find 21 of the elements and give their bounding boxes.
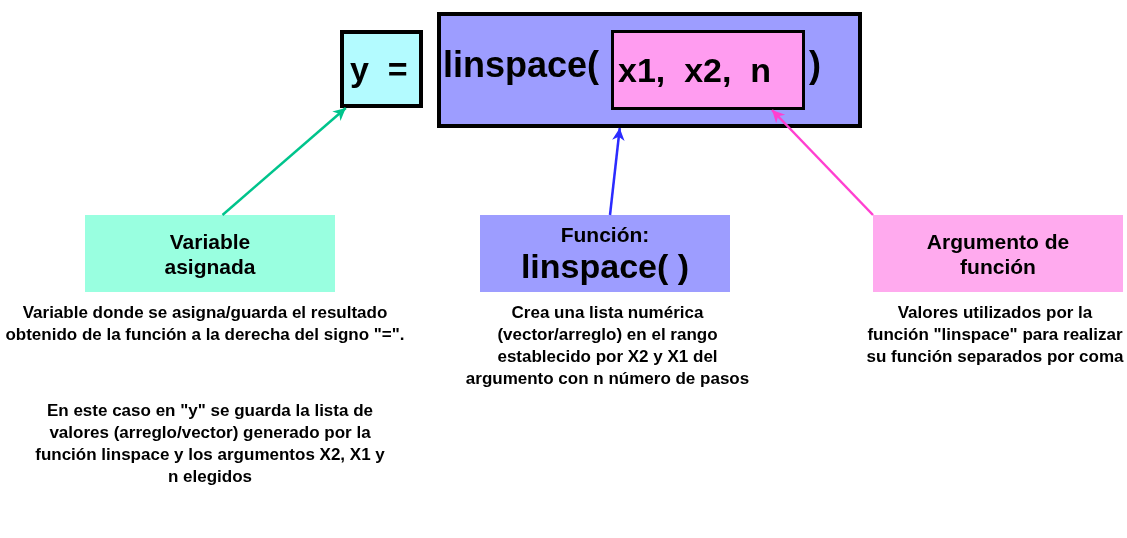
label-box bbox=[873, 215, 1123, 292]
label-text: Función: bbox=[559, 222, 651, 247]
code-text: y = bbox=[350, 49, 408, 89]
description-text: Crea una lista numérica (vector/arreglo) en el rango establecido por X2 y X1 del argumento con n número de pasos bbox=[465, 302, 750, 390]
label-text: Variable asignada bbox=[163, 228, 257, 279]
code-text: linspace( bbox=[443, 44, 600, 86]
arrow bbox=[608, 127, 625, 216]
code-text: x1, x2, n bbox=[618, 50, 772, 90]
description-text: Variable donde se asigna/guarda el resultado obtenido de la función a la derecha del signo "=". bbox=[5, 302, 405, 346]
arrow bbox=[771, 109, 874, 216]
arrow bbox=[221, 107, 347, 216]
argument-box bbox=[611, 30, 805, 110]
description-text: Valores utilizados por la función "linspace" para realizar su función separados por coma bbox=[865, 302, 1125, 368]
code-text: linspace( ) bbox=[520, 247, 690, 285]
variable-box bbox=[340, 30, 423, 108]
label-text: Argumento de función bbox=[925, 228, 1071, 279]
label-box bbox=[480, 215, 730, 292]
code-text: ) bbox=[809, 44, 821, 86]
label-box bbox=[85, 215, 335, 292]
function-call-box bbox=[437, 12, 862, 128]
description-text: En este caso en "y" se guarda la lista de valores (arreglo/vector) generado por la función linspace y los argumentos X2, X1 y n elegidos bbox=[34, 400, 386, 488]
